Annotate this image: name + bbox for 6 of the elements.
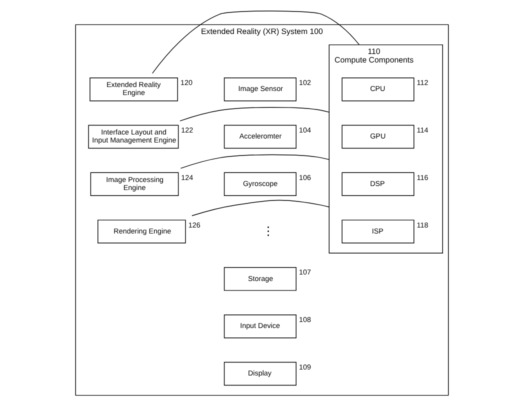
node-label: 110 [367, 47, 380, 56]
label: ⋮ [262, 225, 274, 238]
connector [180, 154, 330, 169]
connector [191, 200, 330, 216]
connector [152, 10, 360, 74]
connector [179, 107, 330, 122]
